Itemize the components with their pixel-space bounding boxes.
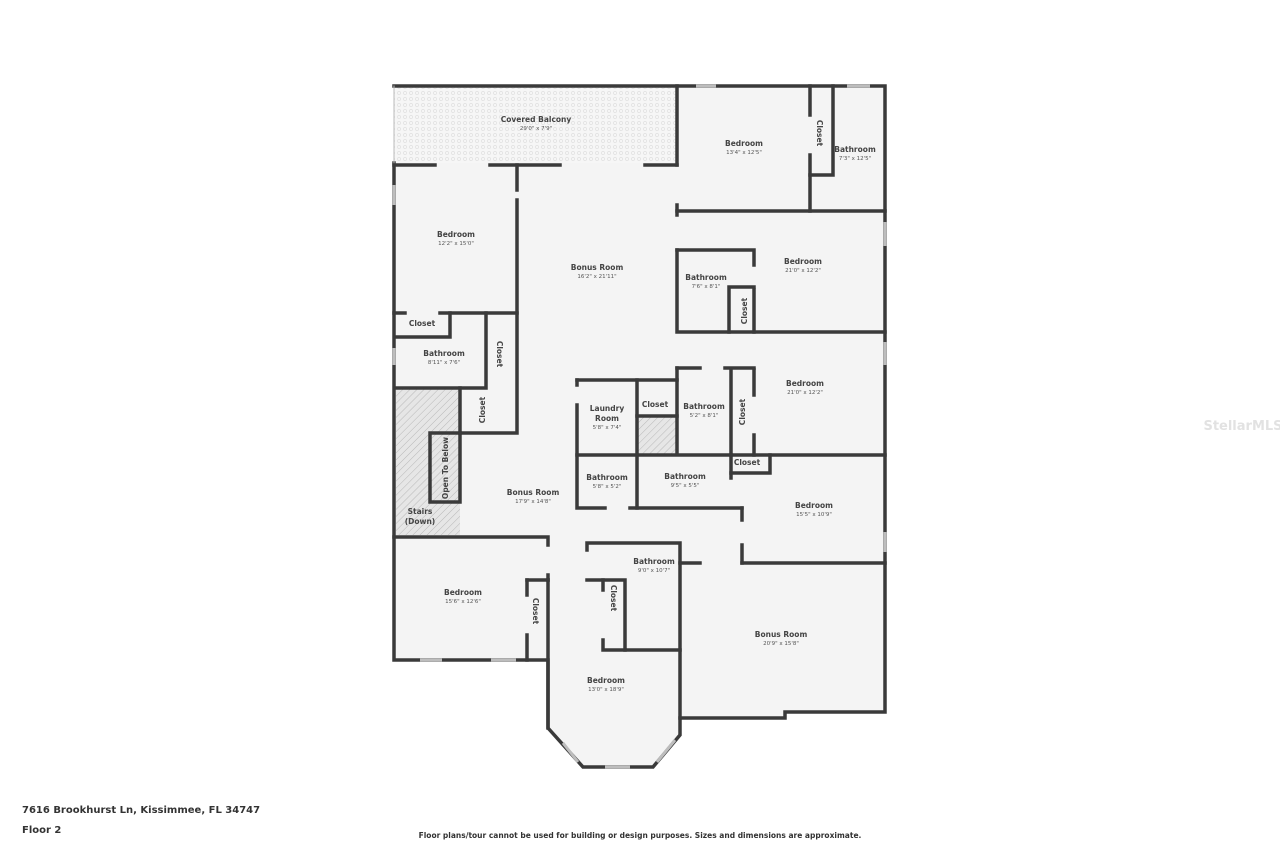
room-name: Closet xyxy=(531,598,540,625)
room-dims: 9'0" x 10'7" xyxy=(638,568,670,574)
room-name: Bathroom xyxy=(423,349,465,358)
room-dims: 15'5" x 10'9" xyxy=(796,512,832,518)
room-dims: 29'0" x 7'9" xyxy=(520,126,552,132)
room-dims: 9'5" x 5'5" xyxy=(671,483,700,489)
watermark-logo: StellarMLS xyxy=(1203,419,1280,434)
room-name: Covered Balcony xyxy=(501,115,572,124)
room-dims: 15'6" x 12'6" xyxy=(445,599,481,605)
room-dims: 13'0" x 18'9" xyxy=(588,687,624,693)
room-dims: 16'2" x 21'11" xyxy=(577,274,616,280)
disclaimer: Floor plans/tour cannot be used for buil… xyxy=(418,831,862,840)
room-dims: 20'9" x 15'8" xyxy=(763,641,799,647)
room-name: Bathroom xyxy=(586,473,628,482)
room-name: Room xyxy=(595,414,619,423)
windows xyxy=(392,84,887,769)
walls xyxy=(392,84,887,769)
room-name: Bathroom xyxy=(834,145,876,154)
floor-label: Floor 2 xyxy=(22,825,62,836)
room-name: Bathroom xyxy=(664,472,706,481)
address: 7616 Brookhurst Ln, Kissimmee, FL 34747 xyxy=(22,805,261,816)
room-dims: 13'4" x 12'5" xyxy=(726,150,762,156)
room-name: Bedroom xyxy=(786,379,824,388)
room-name: Closet xyxy=(478,396,487,423)
room-name: Bedroom xyxy=(444,588,482,597)
room-name: Bedroom xyxy=(587,676,625,685)
room-name: Stairs xyxy=(408,507,433,516)
room-name: Bedroom xyxy=(784,257,822,266)
room-name: Bonus Room xyxy=(571,263,624,272)
room-dims: 21'0" x 12'2" xyxy=(785,268,821,274)
room-name: Bedroom xyxy=(437,230,475,239)
room-dims: 7'6" x 8'1" xyxy=(692,284,721,290)
room-name: Closet xyxy=(609,585,618,612)
room-dims: 7'3" x 12'5" xyxy=(839,156,871,162)
room-dims: 5'8" x 5'2" xyxy=(593,484,622,490)
room-name: Bonus Room xyxy=(507,488,560,497)
room-dims: 8'11" x 7'6" xyxy=(428,360,460,366)
room-name: Bedroom xyxy=(725,139,763,148)
room-name: Closet xyxy=(642,400,669,409)
room-name: Laundry xyxy=(590,404,625,413)
room-name: Closet xyxy=(495,341,504,368)
room-dims: 21'0" x 12'2" xyxy=(787,390,823,396)
room-name: Closet xyxy=(734,458,761,467)
room-name: Bathroom xyxy=(683,402,725,411)
room-dims: 5'8" x 7'4" xyxy=(593,425,622,431)
room-dims: 12'2" x 15'0" xyxy=(438,241,474,247)
room-name: Closet xyxy=(738,398,747,425)
room-name: (Down) xyxy=(405,517,436,526)
room-dims: 5'2" x 8'1" xyxy=(690,413,719,419)
room-name: Closet xyxy=(815,120,824,147)
room-labels: Covered Balcony 29'0" x 7'9" Bedroom 13'… xyxy=(405,115,876,693)
room-name: Closet xyxy=(740,297,749,324)
room-name: Closet xyxy=(409,319,436,328)
room-name: Bathroom xyxy=(633,557,675,566)
room-name: Bedroom xyxy=(795,501,833,510)
room-dims: 17'9" x 14'8" xyxy=(515,499,551,505)
room-name: Open To Below xyxy=(441,437,450,499)
room-name: Bonus Room xyxy=(755,630,808,639)
room-name: Bathroom xyxy=(685,273,727,282)
